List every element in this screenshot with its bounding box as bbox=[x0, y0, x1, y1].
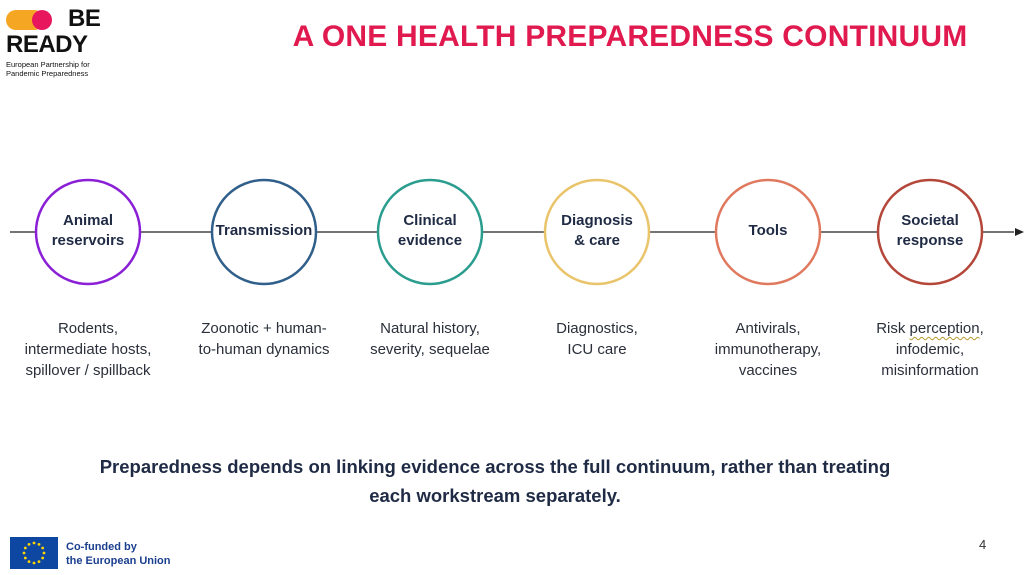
stage-label-line: Transmission bbox=[215, 222, 313, 239]
stage-description-line: Zoonotic + human- bbox=[201, 320, 327, 337]
stage-description-societal-response: Risk perception, infodemic, misinformation bbox=[845, 318, 1015, 381]
stage-label-societal-response: Societal response bbox=[878, 211, 982, 251]
stage-label-line: Diagnosis bbox=[561, 212, 633, 229]
stage-description-line: severity, sequelae bbox=[370, 341, 490, 358]
eu-star-icon bbox=[32, 561, 36, 565]
stage-description-tools: Antivirals, immunotherapy, vaccines bbox=[683, 318, 853, 381]
stage-description-animal-reservoirs: Rodents, intermediate hosts, spillover / s… bbox=[3, 318, 173, 381]
eu-star-icon bbox=[23, 556, 27, 560]
continuum-timeline bbox=[0, 150, 1024, 310]
stage-circle-animal-reservoirs bbox=[34, 178, 142, 286]
logo-dots-icon bbox=[6, 10, 66, 30]
stage-description-line: to-human dynamics bbox=[198, 341, 330, 358]
stage-label-animal-reservoirs: Animal reservoirs bbox=[36, 211, 140, 251]
logo-subtitle-line1: European Partnership for bbox=[6, 60, 90, 69]
page-number: 4 bbox=[979, 537, 987, 552]
timeline-arrow-icon bbox=[1015, 228, 1024, 236]
stage-label-line: reservoirs bbox=[51, 232, 125, 249]
eu-star-icon bbox=[23, 546, 27, 550]
stage-label-line: evidence bbox=[397, 232, 463, 249]
stage-description-line: Natural history, bbox=[380, 320, 480, 337]
eu-star-icon bbox=[22, 551, 26, 555]
stage-circle-diagnosis-care bbox=[543, 178, 651, 286]
stage-description-line: vaccines bbox=[738, 362, 798, 379]
be-ready-logo: BE READY European Partnership for Pandem… bbox=[6, 5, 116, 80]
stage-description-line: Diagnostics, bbox=[556, 320, 638, 337]
eu-star-icon bbox=[37, 542, 41, 546]
stage-description-line: Risk perception, bbox=[876, 320, 984, 337]
stage-label-line: Societal bbox=[901, 212, 959, 229]
stage-description-transmission: Zoonotic + human-to-human dynamics bbox=[179, 318, 349, 360]
eu-line1: Co-funded by bbox=[66, 541, 137, 553]
timeline-graphic bbox=[10, 178, 1024, 286]
eu-cofunding-text: Co-funded by the European Union bbox=[66, 540, 171, 568]
statement-line2: each workstream separately. bbox=[369, 485, 621, 506]
stage-label-line: Clinical bbox=[403, 212, 457, 229]
stage-label-line: Animal bbox=[62, 212, 113, 229]
stage-circle-societal-response bbox=[876, 178, 984, 286]
stage-description-line: intermediate hosts, bbox=[24, 341, 152, 358]
stage-circle-tools bbox=[714, 178, 822, 286]
eu-star-icon bbox=[27, 560, 31, 564]
stage-label-tools: Tools bbox=[716, 221, 820, 241]
stage-label-line: & care bbox=[574, 232, 620, 249]
eu-star-icon bbox=[37, 560, 41, 564]
stage-description-diagnosis-care: Diagnostics, ICU care bbox=[512, 318, 682, 360]
stage-circle-transmission bbox=[210, 178, 318, 286]
stage-label-line: Tools bbox=[748, 222, 788, 239]
eu-star-icon bbox=[27, 542, 31, 546]
eu-star-icon bbox=[32, 541, 36, 545]
stage-description-line: misinformation bbox=[881, 362, 979, 379]
stage-description-line: immunotherapy, bbox=[714, 341, 822, 358]
stage-circle-clinical-evidence bbox=[376, 178, 484, 286]
statement-line1: Preparedness depends on linking evidence… bbox=[99, 456, 891, 477]
eu-star-icon bbox=[42, 551, 46, 555]
continuum-statement: Preparedness depends on linking evidence… bbox=[40, 452, 950, 510]
stage-description-line: spillover / spillback bbox=[25, 362, 151, 379]
page-title: A ONE HEALTH PREPAREDNESS CONTINUUM bbox=[292, 20, 968, 53]
eu-star-icon bbox=[41, 556, 45, 560]
logo-ready-text: READY bbox=[6, 31, 88, 58]
eu-line2: the European Union bbox=[66, 555, 171, 567]
stage-label-diagnosis-care: Diagnosis & care bbox=[545, 211, 649, 251]
logo-be-text: BE bbox=[68, 5, 101, 32]
eu-star-icon bbox=[41, 546, 45, 550]
eu-flag-icon bbox=[10, 537, 58, 569]
logo-subtitle-line2: Pandemic Preparedness bbox=[6, 69, 89, 78]
stage-label-clinical-evidence: Clinical evidence bbox=[378, 211, 482, 251]
stage-description-clinical-evidence: Natural history, severity, sequelae bbox=[345, 318, 515, 360]
stage-description-line: infodemic, bbox=[895, 341, 965, 358]
stage-description-line: ICU care bbox=[567, 341, 627, 358]
stage-description-line: Antivirals, bbox=[735, 320, 801, 337]
stage-description-line: Rodents, bbox=[57, 320, 119, 337]
stage-label-line: response bbox=[896, 232, 964, 249]
stage-label-transmission: Transmission bbox=[212, 221, 316, 241]
logo-subtitle: European Partnership for Pandemic Prepar… bbox=[6, 60, 116, 78]
